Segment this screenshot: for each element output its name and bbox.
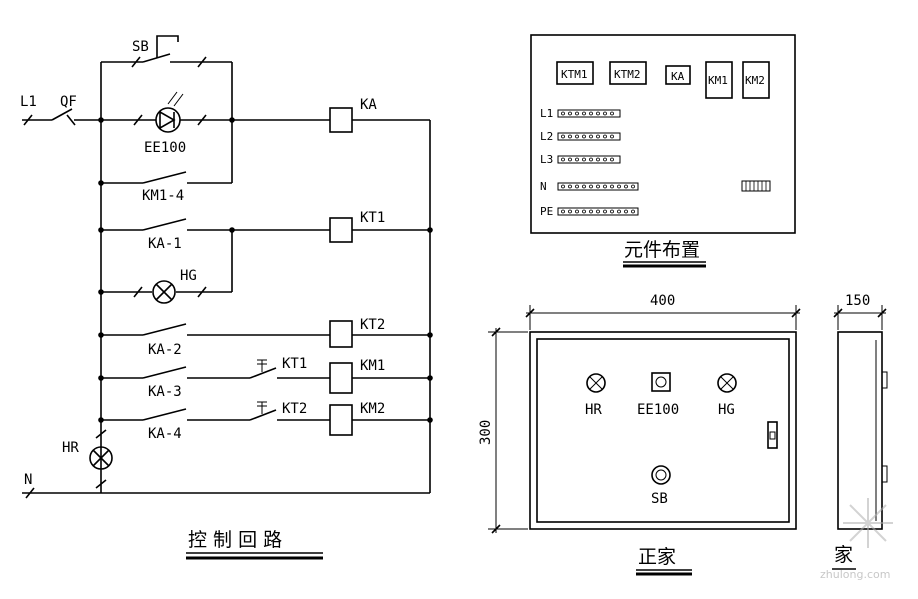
l1-label: L1 bbox=[20, 94, 37, 110]
door-lock-icon bbox=[767, 421, 778, 449]
ka-coil-label: KA bbox=[360, 97, 377, 113]
terminal-l3: L3 bbox=[540, 153, 553, 166]
din-rail-block bbox=[741, 180, 771, 192]
ka-2-label: KA-2 bbox=[148, 342, 182, 358]
km1-coil bbox=[329, 362, 353, 394]
km2-coil bbox=[329, 404, 353, 436]
ka-text: KA bbox=[671, 70, 685, 83]
hg-lamp-icon bbox=[152, 280, 176, 304]
km2-box bbox=[742, 61, 770, 99]
ee100-square-icon bbox=[651, 372, 671, 392]
width-dimension: 400 bbox=[650, 293, 675, 309]
sb-button-icon bbox=[651, 465, 671, 485]
kt1-coil bbox=[329, 217, 353, 243]
front-hg-label: HG bbox=[718, 402, 735, 418]
control-circuit: L1 QF SB EE100 KA KM1-4 KT1 bbox=[20, 35, 433, 560]
front-view: 400 300 HR EE100 HG SB 正家 bbox=[478, 293, 801, 576]
front-hr-label: HR bbox=[585, 402, 602, 418]
ktm2-box bbox=[609, 61, 647, 85]
watermark-logo-icon bbox=[843, 498, 893, 548]
kt2-contact-label: KT2 bbox=[282, 401, 307, 417]
terminal-l2: L2 bbox=[540, 130, 553, 143]
ka-box bbox=[665, 65, 691, 85]
ka-1-label: KA-1 bbox=[148, 236, 182, 252]
ee100-indicator-icon bbox=[155, 107, 181, 133]
ka-coil bbox=[329, 107, 353, 133]
ka-3-label: KA-3 bbox=[148, 384, 182, 400]
ee100-label: EE100 bbox=[144, 140, 186, 156]
ktm1-text: KTM1 bbox=[561, 68, 588, 81]
hr-lamp-icon bbox=[89, 446, 113, 470]
side-view-title: 家 bbox=[834, 544, 853, 566]
kt2-coil-label: KT2 bbox=[360, 317, 385, 333]
terminal-n: N bbox=[540, 180, 547, 193]
km2-coil-label: KM2 bbox=[360, 401, 385, 417]
kt1-contact-label: KT1 bbox=[282, 356, 307, 372]
km1-box bbox=[705, 61, 733, 99]
front-view-title: 正家 bbox=[638, 546, 676, 568]
front-sb-label: SB bbox=[651, 491, 668, 507]
front-ee100-label: EE100 bbox=[637, 402, 679, 418]
ktm2-text: KTM2 bbox=[614, 68, 641, 81]
km1-coil-label: KM1 bbox=[360, 358, 385, 374]
depth-dimension: 150 bbox=[845, 293, 870, 309]
n-label: N bbox=[24, 472, 32, 488]
qf-label: QF bbox=[60, 94, 77, 110]
layout-panel-title: 元件布置 bbox=[624, 239, 700, 261]
hr-label: HR bbox=[62, 440, 79, 456]
height-dimension: 300 bbox=[478, 420, 494, 445]
component-layout-panel: KTM1 KTM2 KA KM1 KM2 L1 L2 L3 N PE bbox=[530, 34, 796, 268]
terminal-rows: L1 L2 L3 N PE bbox=[540, 107, 771, 218]
kt1-coil-label: KT1 bbox=[360, 210, 385, 226]
kt2-coil bbox=[329, 320, 353, 348]
km1-4-label: KM1-4 bbox=[142, 188, 184, 204]
side-view: 150 家 bbox=[832, 293, 888, 570]
watermark-text: zhulong.com bbox=[820, 568, 890, 581]
ka-4-label: KA-4 bbox=[148, 426, 182, 442]
km1-text: KM1 bbox=[708, 74, 728, 87]
sb-label: SB bbox=[132, 39, 149, 55]
ktm1-box bbox=[556, 61, 594, 85]
hg-indicator-icon bbox=[717, 373, 737, 393]
control-circuit-title: 控 制 回 路 bbox=[188, 529, 282, 551]
hr-indicator-icon bbox=[586, 373, 606, 393]
hg-label: HG bbox=[180, 268, 197, 284]
terminal-l1: L1 bbox=[540, 107, 553, 120]
terminal-pe: PE bbox=[540, 205, 553, 218]
km2-text: KM2 bbox=[745, 74, 765, 87]
watermark: zhulong.com bbox=[820, 498, 893, 581]
